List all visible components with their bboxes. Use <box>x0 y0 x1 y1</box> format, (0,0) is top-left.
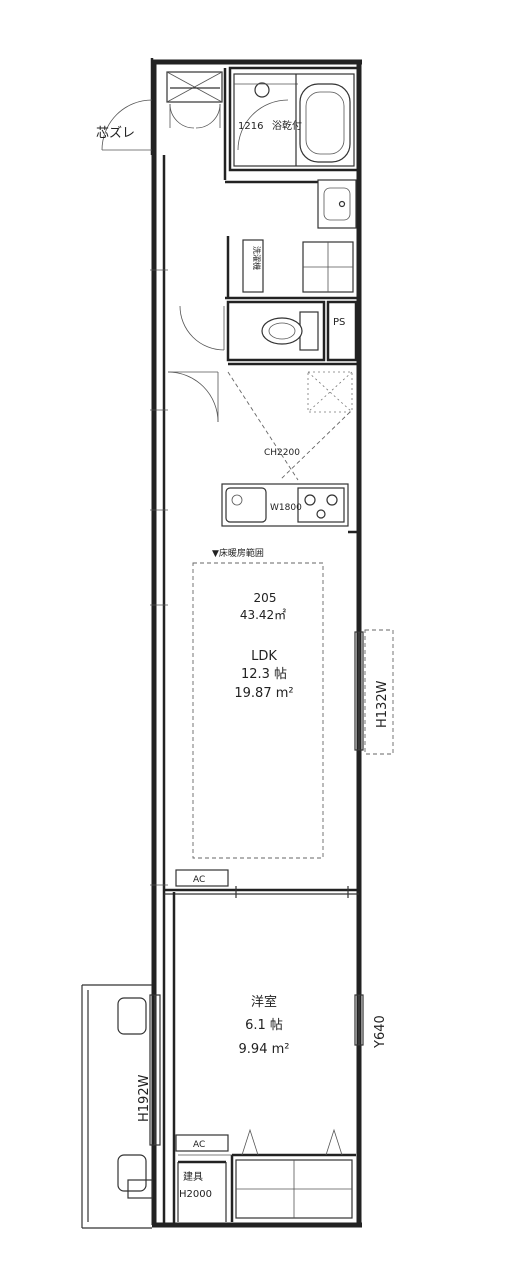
window-balcony-label: H192W <box>137 1074 152 1122</box>
entrance-closet <box>166 68 227 180</box>
ldk-window <box>354 629 394 755</box>
kitchen-counter <box>221 483 349 527</box>
kitchen <box>221 362 358 534</box>
ac-ldk <box>175 869 229 887</box>
floor-heating-area <box>192 562 324 859</box>
toilet-room <box>226 300 358 362</box>
ps-label: PS <box>333 317 345 328</box>
ldk-name: LDK <box>251 649 277 664</box>
room-number: 205 <box>254 591 277 605</box>
western-tatami: 6.1 帖 <box>245 1018 283 1033</box>
entrance-door <box>101 99 153 151</box>
bathroom <box>228 66 360 172</box>
ldk-area: 19.87 m² <box>234 686 293 701</box>
partition-wall <box>164 886 359 1225</box>
corridor-door <box>179 305 225 351</box>
floor-heating-label: ▼床暖房範囲 <box>212 547 264 559</box>
ceiling-height-label: CH2200 <box>264 448 300 458</box>
bathtub-icon <box>299 83 351 163</box>
western-name: 洋室 <box>251 994 277 1010</box>
ac-western-label: AC <box>193 1140 205 1150</box>
shoe-cabinet-label: 建具 <box>183 1170 203 1183</box>
ac-ldk-label: AC <box>193 875 205 885</box>
total-area: 43.42㎡ <box>240 608 286 622</box>
stove-icon <box>297 487 345 523</box>
toilet-icon <box>299 311 319 351</box>
corridor-marks <box>150 269 168 886</box>
window-side-label: Y640 <box>373 1015 388 1049</box>
western-area: 9.94 m² <box>239 1042 290 1057</box>
balcony <box>81 984 161 1229</box>
outdoor-unit-icon <box>117 997 147 1035</box>
ldk-tatami: 12.3 帖 <box>241 667 287 682</box>
kitchen-width-label: W1800 <box>270 503 302 513</box>
side-window <box>354 994 364 1046</box>
bath-size-label: 1216 <box>238 121 263 132</box>
ac-western <box>175 1134 229 1152</box>
ldk-door <box>167 371 219 423</box>
washer-label: 洗濯機 <box>252 246 262 270</box>
door-height-label: H2000 <box>179 1189 212 1200</box>
bath-dryer-label: 浴乾付 <box>272 119 302 132</box>
washroom <box>225 179 358 300</box>
sink-icon <box>225 487 267 523</box>
bottom-closet <box>177 1128 356 1222</box>
window-ldk-label: H132W <box>375 680 390 728</box>
outdoor-unit-icon-2 <box>117 1154 147 1192</box>
shin-zure-label: 芯ズレ <box>96 125 135 141</box>
